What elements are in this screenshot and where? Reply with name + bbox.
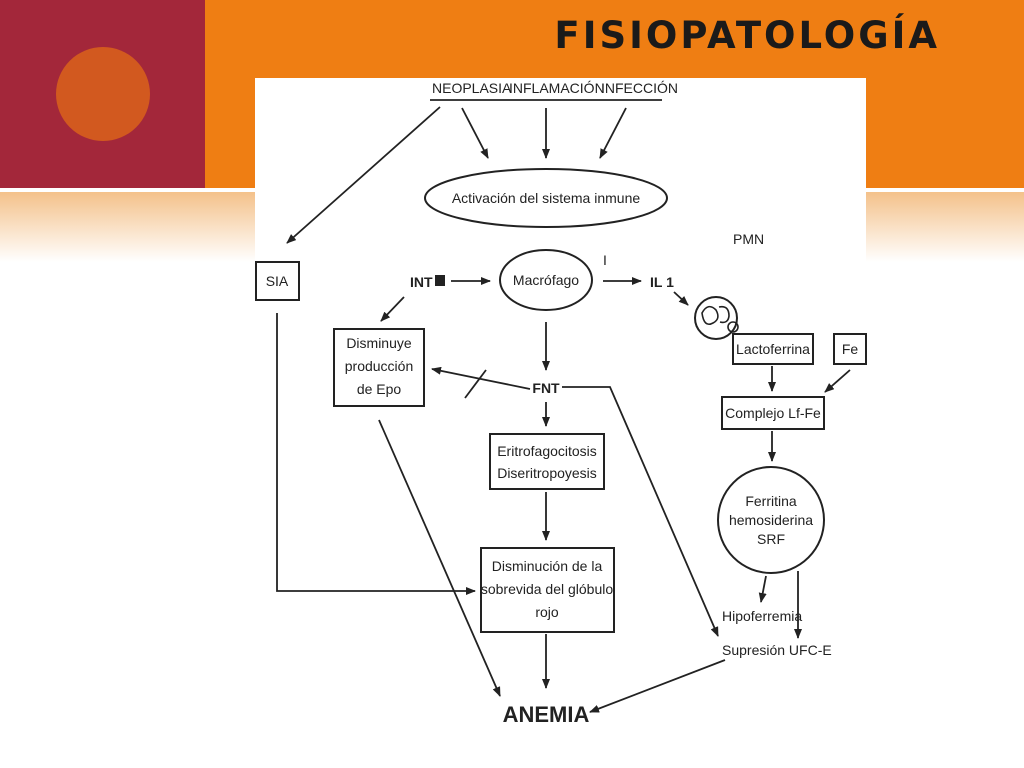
ferritin-line-3: SRF <box>757 531 785 547</box>
inhibit-mark: I <box>603 252 607 268</box>
arrow-fe-complex <box>824 369 851 393</box>
survival-line-1: Disminución de la <box>492 558 603 574</box>
epo-node <box>333 328 425 407</box>
int-label: INT <box>410 274 433 290</box>
ferritin-line-1: Ferritina <box>745 493 797 509</box>
immune-activation-node <box>424 168 668 228</box>
hypoferremia-label: Hipoferremia <box>722 608 802 624</box>
pmn-label: PMN <box>733 231 764 247</box>
fe-label: Fe <box>842 341 859 357</box>
arrow-fnt-ufc <box>562 386 719 637</box>
arrow-infection-immune <box>599 107 627 159</box>
sia-node <box>255 261 300 301</box>
survival-node <box>480 547 615 633</box>
int-marker <box>435 275 445 286</box>
il1-label: IL 1 <box>650 274 674 290</box>
sia-label: SIA <box>266 273 289 289</box>
slide-title: FISIOPATOLOGÍA <box>554 14 940 57</box>
epo-line-2: producción <box>345 358 414 374</box>
macrophage-label: Macrófago <box>513 272 579 288</box>
cause-inflammation: INFLAMACIÓN <box>509 80 605 96</box>
survival-line-3: rojo <box>535 604 559 620</box>
arrow-neoplasia-sia <box>286 106 441 244</box>
ferritin-line-2: hemosiderina <box>729 512 813 528</box>
arrow-neoplasia-immune <box>461 107 489 159</box>
anemia-label: ANEMIA <box>503 702 590 727</box>
erythro-line-1: Eritrofagocitosis <box>497 443 597 459</box>
macrophage-node <box>499 249 593 311</box>
decorative-circle <box>56 47 150 141</box>
cause-infection: INFECCIÓN <box>601 80 678 96</box>
ferritin-node <box>717 466 825 574</box>
arrow-int-epo <box>380 296 405 322</box>
complex-node <box>721 396 825 430</box>
arrow-epo-anemia <box>378 419 501 697</box>
immune-activation-label: Activación del sistema inmune <box>452 190 641 206</box>
epo-line-1: Disminuye <box>346 335 412 351</box>
arrow-il1-pmn <box>673 291 689 306</box>
fe-node <box>833 333 867 365</box>
complex-label: Complejo Lf-Fe <box>725 405 821 421</box>
survival-line-2: sobrevida del glóbulo <box>481 581 614 597</box>
lactoferrin-label: Lactoferrina <box>736 341 810 357</box>
erythro-line-2: Diseritropoyesis <box>497 465 597 481</box>
erythrophagocytosis-node <box>489 433 605 490</box>
cause-neoplasia: NEOPLASIA <box>432 80 512 96</box>
arrow-ferritin-hypoferremia <box>758 575 767 603</box>
lactoferrin-node <box>732 333 814 365</box>
fnt-label: FNT <box>532 380 560 396</box>
ufc-label: Supresión UFC-E <box>722 642 832 658</box>
pmn-cell-icon <box>694 296 739 340</box>
arrow-ufc-anemia <box>589 659 726 713</box>
arrow-fnt-epo <box>431 366 531 390</box>
block-mark <box>464 369 487 399</box>
epo-line-3: de Epo <box>357 381 402 397</box>
arrow-sia-survival <box>276 313 476 595</box>
